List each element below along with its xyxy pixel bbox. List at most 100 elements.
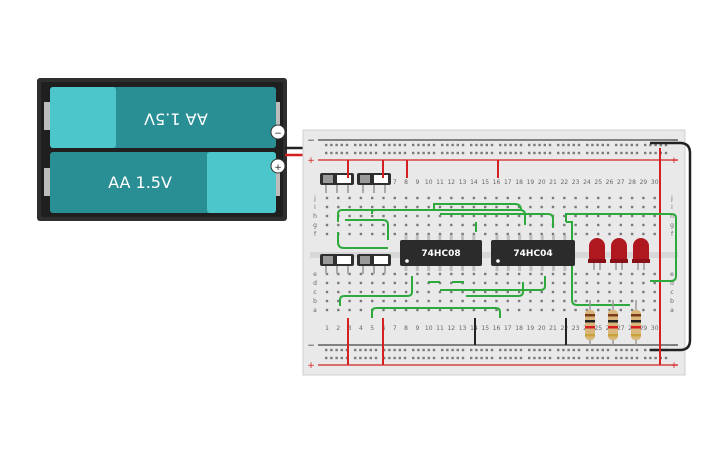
terminal-hole[interactable] [563,232,566,236]
terminal-hole[interactable] [393,223,396,227]
terminal-hole[interactable] [642,205,645,209]
rail-hole[interactable] [427,356,430,360]
terminal-hole[interactable] [427,308,430,312]
rail-hole[interactable] [596,356,599,360]
rail-hole[interactable] [577,356,581,360]
rail-hole[interactable] [533,348,536,352]
terminal-hole[interactable] [484,205,487,209]
rail-hole[interactable] [615,151,618,155]
rail-hole[interactable] [543,151,546,155]
terminal-hole[interactable] [359,223,363,227]
terminal-hole[interactable] [653,308,656,312]
terminal-hole[interactable] [608,308,611,312]
rail-hole[interactable] [422,356,425,360]
rail-hole[interactable] [528,348,531,352]
terminal-hole[interactable] [416,205,419,209]
rail-hole[interactable] [567,151,570,155]
rail-hole[interactable] [567,356,570,360]
terminal-hole[interactable] [325,290,329,294]
terminal-hole[interactable] [450,205,453,209]
terminal-hole[interactable] [506,232,509,236]
terminal-hole[interactable] [382,308,385,312]
rail-hole[interactable] [441,143,444,147]
terminal-hole[interactable] [348,232,351,236]
rail-hole[interactable] [417,356,420,360]
terminal-hole[interactable] [337,272,340,276]
rail-hole[interactable] [335,356,338,360]
terminal-hole[interactable] [653,290,656,294]
rail-hole[interactable] [470,151,473,155]
rail-hole[interactable] [461,143,465,147]
terminal-hole[interactable] [608,223,611,227]
terminal-hole[interactable] [597,272,600,276]
wire-green[interactable] [565,213,677,282]
terminal-hole[interactable] [495,214,498,218]
rail-hole[interactable] [480,356,483,360]
terminal-hole[interactable] [585,308,589,312]
terminal-hole[interactable] [608,290,611,294]
rail-hole[interactable] [630,143,633,147]
rail-hole[interactable] [572,151,575,155]
terminal-hole[interactable] [393,232,396,236]
terminal-hole[interactable] [393,196,396,200]
rail-hole[interactable] [417,143,420,147]
terminal-hole[interactable] [325,281,329,285]
terminal-hole[interactable] [472,205,476,209]
rail-hole[interactable] [528,356,531,360]
rail-hole[interactable] [538,151,541,155]
terminal-hole[interactable] [404,290,408,294]
rail-hole[interactable] [383,151,386,155]
rail-hole[interactable] [490,356,494,360]
rail-hole[interactable] [591,348,594,352]
terminal-hole[interactable] [404,232,408,236]
terminal-hole[interactable] [540,205,543,209]
rail-hole[interactable] [340,151,343,155]
terminal-hole[interactable] [382,205,385,209]
terminal-hole[interactable] [619,205,622,209]
rail-hole[interactable] [625,356,628,360]
terminal-hole[interactable] [585,223,589,227]
rail-hole[interactable] [548,143,552,147]
terminal-hole[interactable] [540,272,543,276]
terminal-hole[interactable] [597,290,600,294]
terminal-hole[interactable] [597,308,600,312]
terminal-hole[interactable] [393,205,396,209]
terminal-hole[interactable] [438,308,442,312]
terminal-hole[interactable] [540,232,543,236]
terminal-hole[interactable] [642,308,645,312]
rail-hole[interactable] [596,151,599,155]
terminal-hole[interactable] [427,290,430,294]
terminal-hole[interactable] [597,196,600,200]
wire-green[interactable] [440,276,546,291]
rail-hole[interactable] [335,143,338,147]
terminal-hole[interactable] [337,308,340,312]
rail-hole[interactable] [383,356,386,360]
rail-hole[interactable] [606,348,610,352]
terminal-hole[interactable] [472,214,476,218]
terminal-hole[interactable] [619,214,622,218]
terminal-hole[interactable] [359,281,363,285]
terminal-hole[interactable] [551,299,555,303]
terminal-hole[interactable] [461,308,464,312]
terminal-hole[interactable] [529,299,532,303]
terminal-hole[interactable] [642,290,645,294]
terminal-hole[interactable] [427,232,430,236]
terminal-hole[interactable] [619,299,622,303]
rail-hole[interactable] [446,356,449,360]
terminal-hole[interactable] [630,299,634,303]
rail-hole[interactable] [374,348,378,352]
terminal-hole[interactable] [506,290,509,294]
rail-hole[interactable] [345,143,349,147]
terminal-hole[interactable] [484,232,487,236]
terminal-hole[interactable] [540,308,543,312]
terminal-hole[interactable] [619,196,622,200]
rail-hole[interactable] [422,348,425,352]
terminal-hole[interactable] [393,290,396,294]
rail-hole[interactable] [325,348,328,352]
rail-hole[interactable] [374,356,378,360]
rail-hole[interactable] [538,348,541,352]
terminal-hole[interactable] [359,232,363,236]
terminal-hole[interactable] [506,281,509,285]
rail-hole[interactable] [562,356,565,360]
rail-hole[interactable] [470,143,473,147]
